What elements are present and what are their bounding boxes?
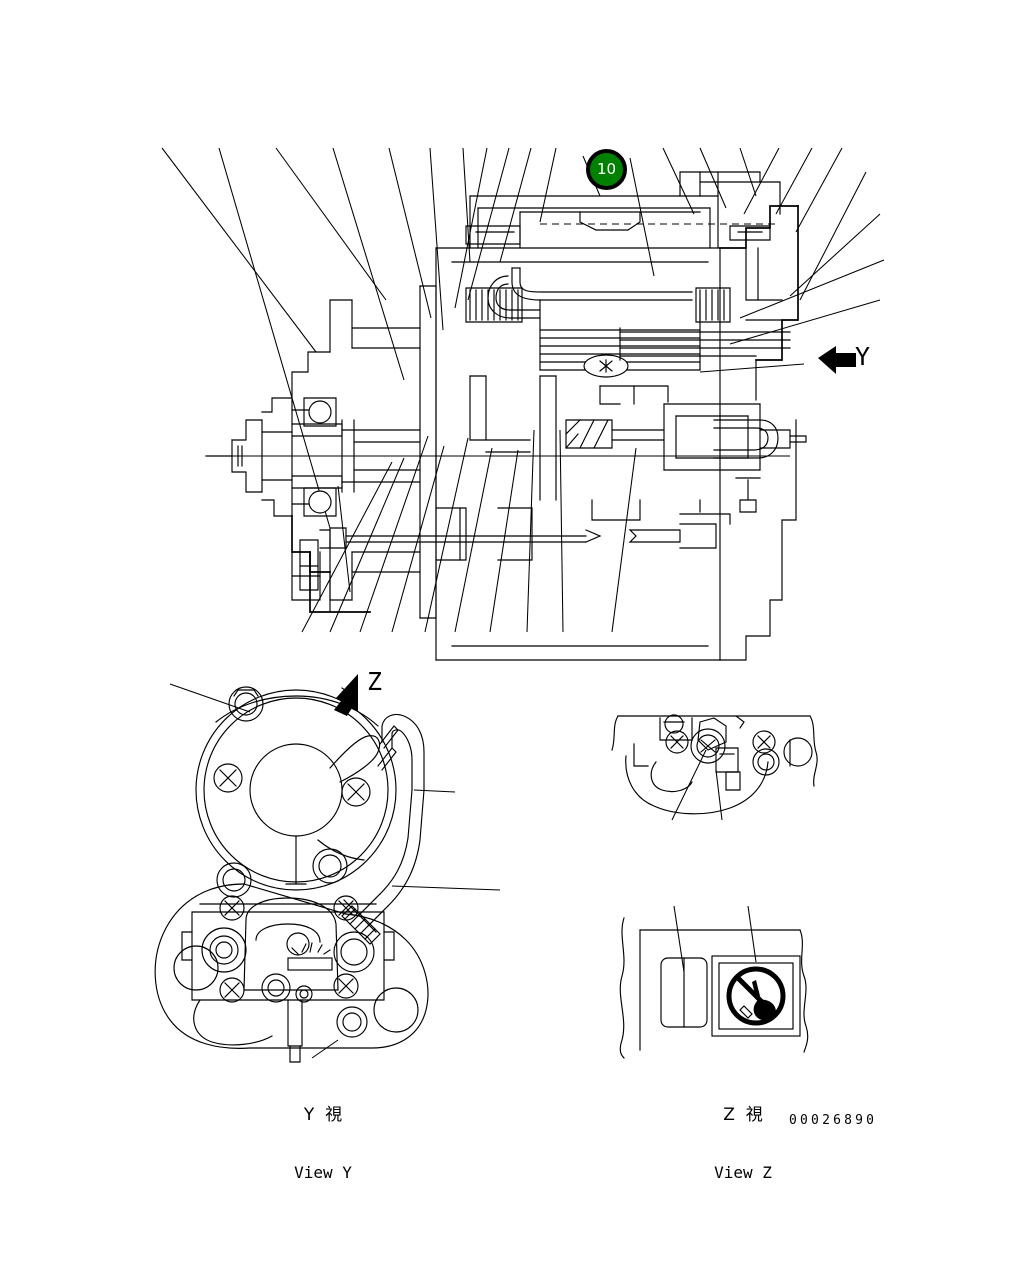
prohibition-decal-symbol (726, 966, 786, 1026)
cross-screw (213, 763, 243, 793)
view-z-caption: Z 視 View Z (663, 1068, 823, 1201)
hex-bolt (752, 748, 780, 776)
view-arrow-z-letter: Z (367, 667, 383, 696)
starter-motor-cross-section (205, 171, 807, 661)
callout-badge-10[interactable]: 10 (586, 149, 627, 190)
hex-bolt (228, 686, 264, 722)
cross-screw (341, 777, 371, 807)
drawing-number: 00026890 (789, 1113, 878, 1128)
callout-badge-label: 10 (596, 160, 617, 178)
cross-screw (219, 895, 245, 921)
hex-bolt (216, 862, 252, 898)
view-y-caption: Y 視 View Y (243, 1068, 403, 1201)
view-arrow-z (334, 674, 358, 716)
view-z-caption-en: View Z (714, 1163, 772, 1182)
view-y-caption-en: View Y (294, 1163, 352, 1182)
cable-crimp (341, 905, 381, 945)
cross-screw (665, 730, 689, 754)
hex-bolt (336, 1006, 368, 1038)
view-z-caption-jp: Z 視 (723, 1105, 763, 1125)
cross-screw (752, 730, 776, 754)
lubrication-symbol (583, 354, 629, 378)
hex-socket-bolt (690, 728, 726, 764)
cross-screw (333, 973, 359, 999)
view-y-drawing (154, 683, 501, 1063)
main-view-leader-lines-top (161, 147, 885, 529)
view-arrow-y (818, 346, 856, 374)
view-arrow-y-letter: Y (855, 342, 871, 371)
view-y-caption-jp: Y 視 (303, 1105, 343, 1125)
view-z-detail-upper (611, 714, 818, 821)
main-view-leader-lines-bottom (301, 429, 637, 633)
hex-bolt (261, 973, 291, 1003)
nameplate-symbol (287, 942, 333, 971)
cross-screw (219, 977, 245, 1003)
view-z-detail-lower (619, 905, 809, 1059)
